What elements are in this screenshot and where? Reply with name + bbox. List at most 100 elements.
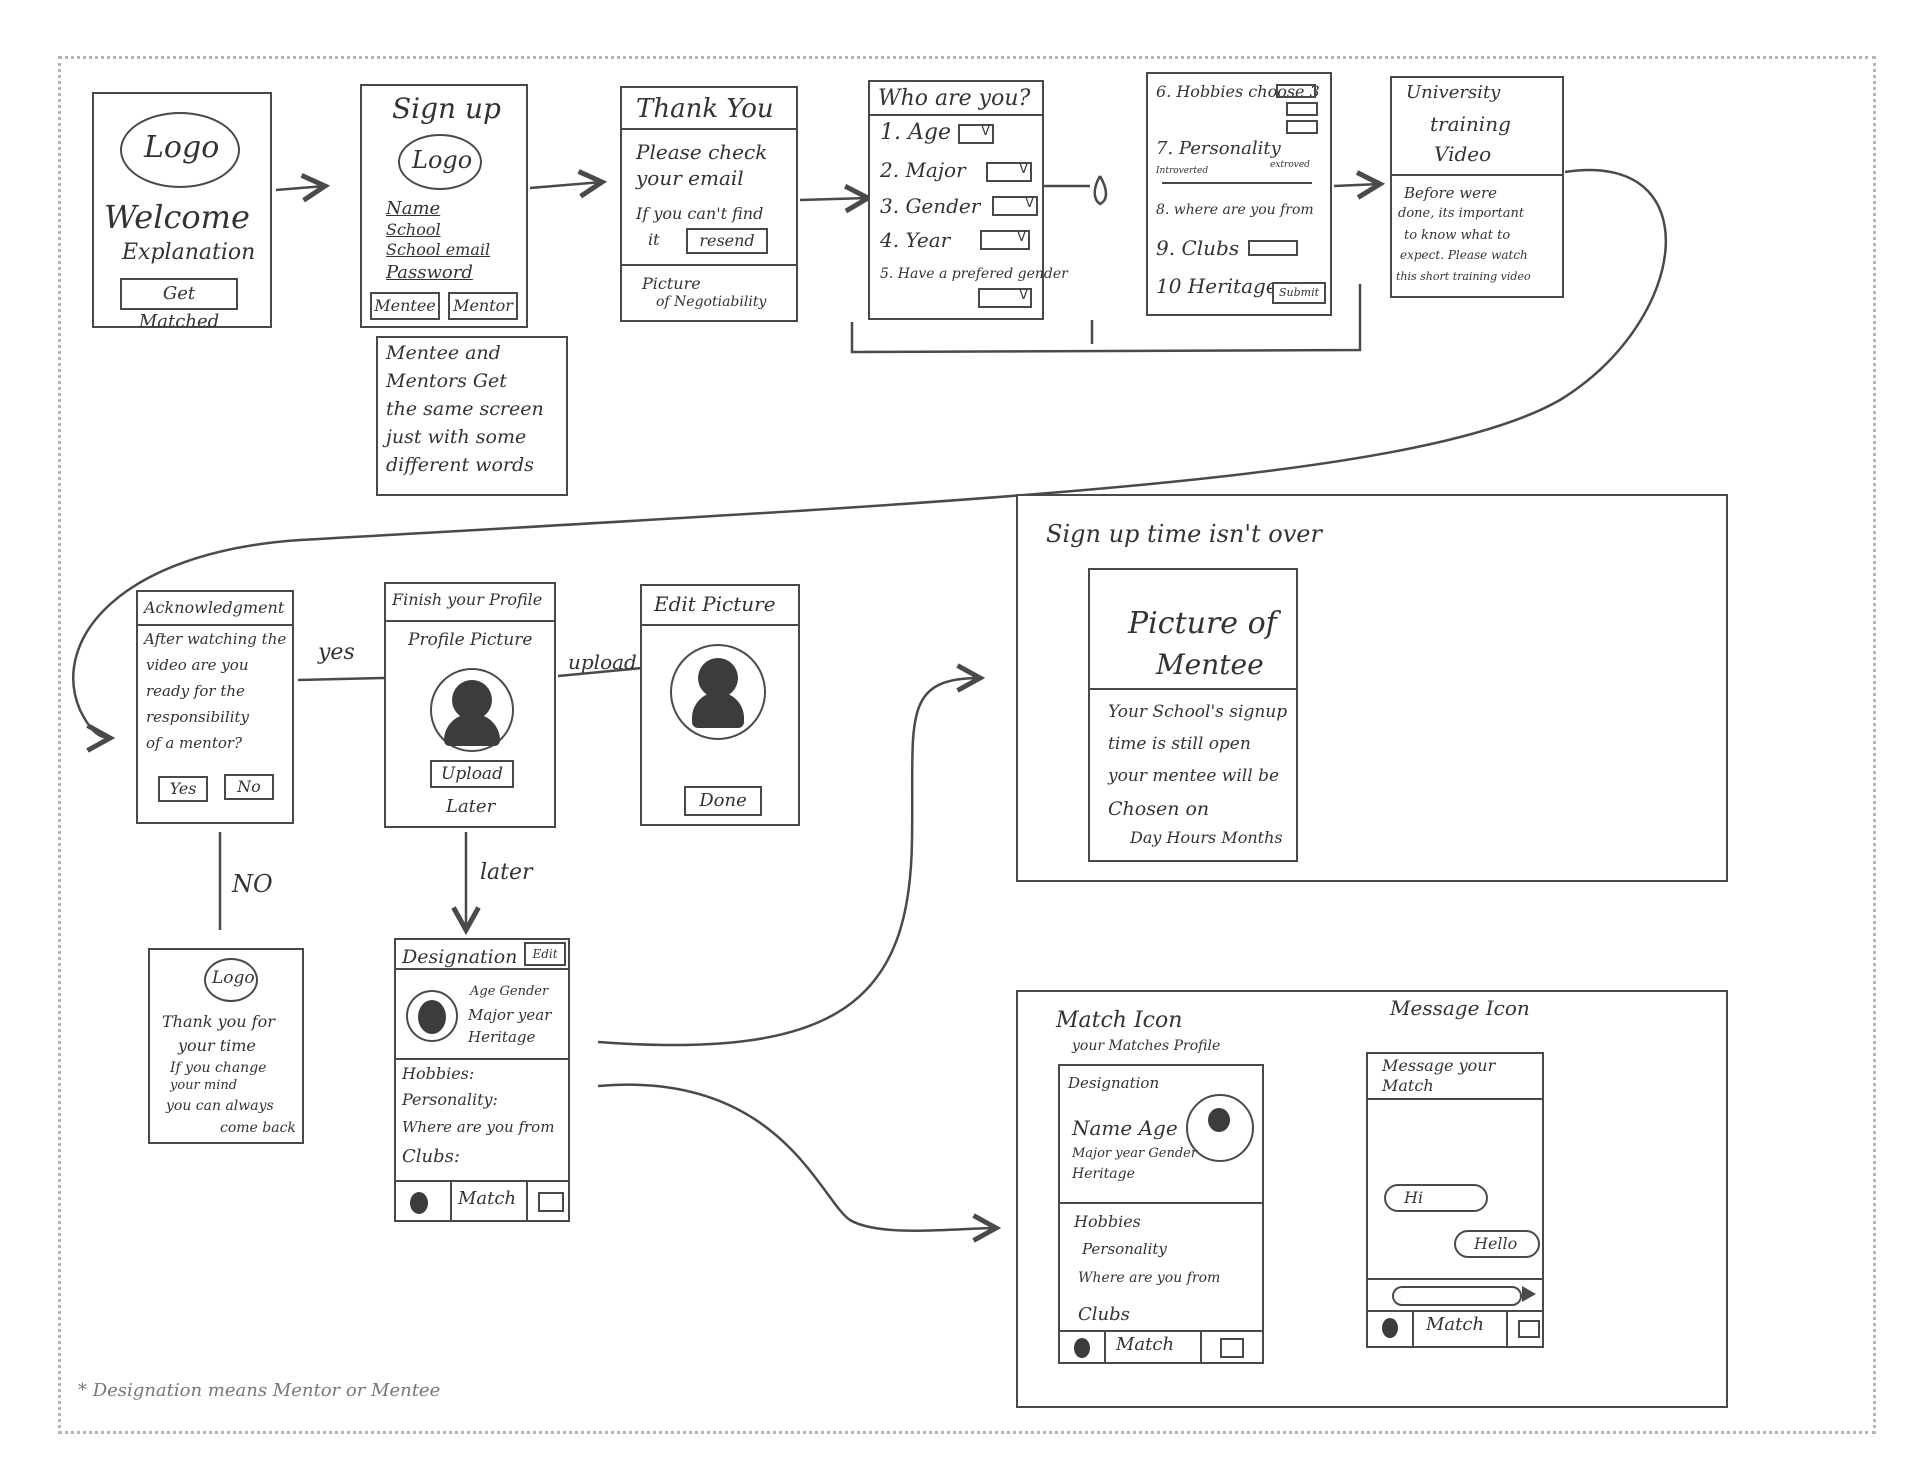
match-message-panel: Match Icon your Matches Profile Message … [1016, 990, 1728, 1408]
major-dropdown[interactable]: V [986, 162, 1032, 182]
signup-open-heading: Sign up time isn't over [1046, 520, 1322, 548]
match-card-line: Hobbies [1074, 1212, 1141, 1231]
thankyou-footer: of Negotiability [656, 294, 766, 310]
profile-picture-label: Profile Picture [408, 630, 532, 650]
question-personality: 7. Personality [1156, 138, 1281, 159]
match-card-title: Designation [1068, 1074, 1159, 1092]
submit-button[interactable]: Submit [1272, 282, 1326, 304]
question-preferred-gender: 5. Have a prefered gender [880, 266, 1068, 282]
designation-title: Designation [402, 946, 517, 968]
message-tab-icon[interactable] [1220, 1338, 1244, 1358]
hobbies-dropdown-3[interactable] [1286, 120, 1318, 134]
signup-open-screen: Picture of Mentee Your School's signup t… [1088, 568, 1298, 862]
ack-body: After watching the [144, 630, 286, 648]
training-body: expect. Please watch [1400, 248, 1528, 262]
match-icon-title: Match Icon [1056, 1008, 1182, 1033]
match-card-info: Name Age [1072, 1116, 1178, 1140]
question-from: 8. where are you from [1156, 202, 1314, 218]
match-card-line: Clubs [1078, 1304, 1130, 1325]
no-button[interactable]: No [224, 774, 274, 800]
gender-dropdown[interactable]: V [992, 196, 1038, 216]
thankyou-footer: Picture [642, 274, 701, 293]
footnote: * Designation means Mentor or Mentee [78, 1380, 440, 1401]
yes-button[interactable]: Yes [158, 776, 208, 802]
training-title: Video [1434, 142, 1491, 166]
age-dropdown[interactable]: V [958, 124, 994, 144]
field-school-email[interactable]: School email [386, 240, 490, 259]
goodbye-body: your time [178, 1036, 256, 1055]
profile-tab-icon[interactable] [410, 1192, 428, 1214]
welcome-screen: Logo Welcome Explanation Get Matched [92, 92, 272, 328]
question-heritage: 10 Heritage [1156, 274, 1278, 298]
label-upload: upload [568, 650, 637, 674]
resend-button[interactable]: resend [686, 228, 768, 254]
questions-2-screen: 6. Hobbies choose 3 7. Personality Intro… [1146, 72, 1332, 316]
arrow-welcome-signup [276, 186, 325, 190]
label-later: later [480, 860, 533, 885]
resend-text: If you can't find [636, 204, 763, 223]
hobbies-dropdown-2[interactable] [1286, 102, 1318, 116]
mentee-picture-label: Picture of [1128, 606, 1277, 641]
upload-button[interactable]: Upload [430, 760, 514, 788]
designation-info: Major year [468, 1006, 551, 1024]
match-tab[interactable]: Match [458, 1188, 516, 1209]
profile-tab-icon[interactable] [1074, 1338, 1090, 1358]
ack-title: Acknowledgment [144, 598, 284, 617]
arrow-thankyou-who [800, 198, 868, 200]
note-line: Mentee and [386, 342, 501, 364]
training-body: done, its important [1398, 206, 1524, 221]
outgoing-message: Hello [1454, 1230, 1540, 1258]
question-clubs: 9. Clubs [1156, 236, 1239, 260]
ack-body: ready for the [146, 682, 245, 700]
match-card-line: Where are you from [1078, 1270, 1220, 1286]
logo-text: Logo [144, 130, 219, 165]
question-major: 2. Major [880, 158, 966, 182]
field-password[interactable]: Password [386, 262, 473, 283]
incoming-message: Hi [1384, 1184, 1488, 1212]
ack-body: of a mentor? [146, 734, 242, 752]
match-tab[interactable]: Match [1116, 1334, 1174, 1355]
avatar [418, 1000, 446, 1034]
edit-picture-title: Edit Picture [654, 592, 776, 616]
thank-you-goodbye-screen: Logo Thank you for your time If you chan… [148, 948, 304, 1144]
get-matched-button[interactable]: Get Matched [120, 278, 238, 310]
year-dropdown[interactable]: V [980, 230, 1030, 250]
arrow-who-q2 [1044, 176, 1106, 204]
edit-button[interactable]: Edit [524, 942, 566, 966]
mentee-picture-label: Mentee [1156, 648, 1264, 681]
arrow-signup-thankyou [530, 182, 602, 188]
acknowledgment-screen: Acknowledgment After watching the video … [136, 590, 294, 824]
message-tab-icon[interactable] [538, 1192, 564, 1212]
preferred-gender-dropdown[interactable]: V [978, 288, 1032, 308]
note-line: Mentors Get [386, 370, 507, 392]
match-tab[interactable]: Match [1426, 1314, 1484, 1335]
finish-title: Finish your Profile [392, 590, 542, 609]
field-name[interactable]: Name [386, 198, 440, 219]
clubs-dropdown[interactable] [1248, 240, 1298, 256]
later-link[interactable]: Later [446, 796, 495, 817]
training-title: University [1406, 82, 1500, 103]
mentor-button[interactable]: Mentor [448, 292, 518, 320]
personality-slider[interactable] [1162, 182, 1312, 184]
resend-text: it [648, 230, 660, 249]
message-input[interactable] [1392, 1286, 1522, 1306]
field-school[interactable]: School [386, 220, 441, 239]
done-button[interactable]: Done [684, 786, 762, 816]
designation-screen: Designation Edit Age Gender Major year H… [394, 938, 570, 1222]
signup-open-body: Day Hours Months [1130, 828, 1283, 847]
signup-open-body: time is still open [1108, 734, 1251, 754]
message-tab-icon[interactable] [1518, 1320, 1540, 1338]
training-body: to know what to [1404, 228, 1510, 243]
designation-info: Heritage [468, 1028, 535, 1046]
label-yes: yes [318, 640, 355, 665]
signup-title: Sign up [392, 92, 501, 125]
match-card-info: Major year Gender [1072, 1146, 1197, 1161]
signup-open-body: your mentee will be [1108, 766, 1279, 786]
match-profile-screen: Designation Name Age Major year Gender H… [1058, 1064, 1264, 1364]
mentee-button[interactable]: Mentee [370, 292, 440, 320]
designation-line: Clubs: [402, 1146, 460, 1167]
hobbies-dropdown-1[interactable] [1276, 84, 1316, 98]
signup-screen: Sign up Logo Name School School email Pa… [360, 84, 528, 328]
send-icon[interactable] [1522, 1286, 1536, 1302]
profile-tab-icon[interactable] [1382, 1318, 1398, 1338]
